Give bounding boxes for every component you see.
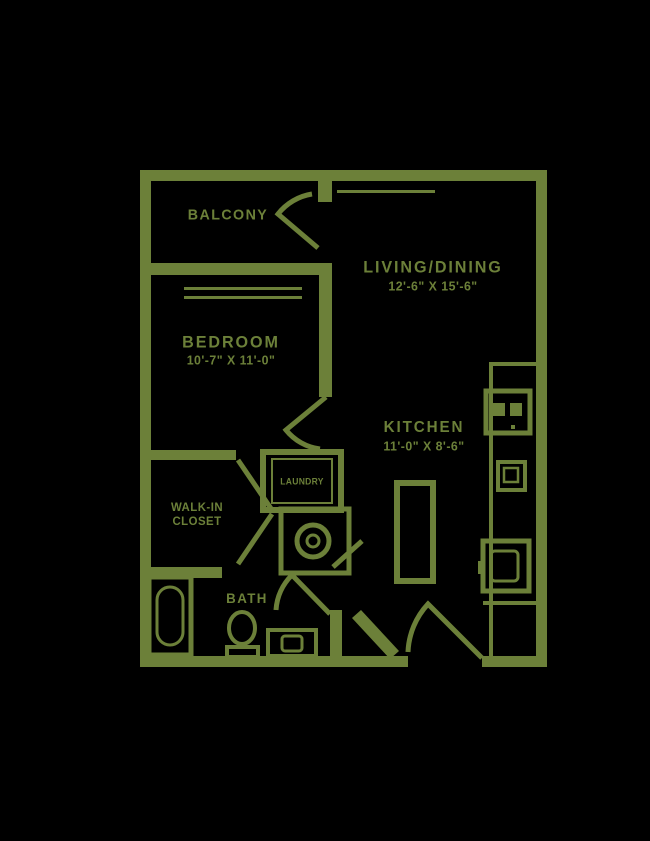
bedroom-door-icon [282, 395, 328, 452]
living-window-icon [337, 190, 435, 193]
kitchen-island-icon [394, 480, 436, 584]
vanity-icon [266, 628, 318, 658]
toilet-icon [227, 610, 257, 646]
refrigerator-icon [483, 388, 533, 436]
closet-doors-icon [235, 458, 275, 566]
living-dining-dimensions: 12'-6" X 15'-6" [388, 278, 478, 294]
entry-door-icon [405, 600, 484, 660]
counter-edge-icon [489, 362, 493, 657]
bottom-wall-right [482, 656, 547, 667]
washer-drum-center-icon [305, 533, 321, 549]
bedroom-living-wall [319, 263, 332, 397]
top-wall [140, 170, 547, 181]
kitchen-faucet-icon [478, 561, 485, 574]
kitchen-dimensions: 11'-0" X 8'-6" [383, 438, 465, 454]
walk-in-closet-label-line1: WALK-IN [170, 500, 224, 514]
vanity-sink-icon [280, 634, 304, 653]
kitchen-sink-basin-icon [489, 549, 520, 583]
balcony-door-stub-wall [318, 170, 332, 202]
counter-lower-edge-icon [483, 601, 536, 605]
right-wall [536, 170, 547, 667]
closet-top-wall [140, 450, 236, 460]
bedroom-dimensions: 10'-7" X 11'-0" [186, 352, 276, 368]
bathtub-icon [146, 574, 194, 658]
refrigerator-door-icon [493, 403, 505, 416]
bath-door-icon [273, 571, 332, 616]
balcony-bedroom-wall [140, 263, 332, 275]
bath-label: BATH [226, 590, 268, 606]
bathtub-basin-icon [155, 585, 185, 647]
laundry-closet-inner-icon [271, 458, 333, 504]
hall-diagonal-wall [352, 610, 399, 659]
bedroom-window-icon [184, 296, 302, 299]
living-dining-label: LIVING/DINING [363, 257, 503, 277]
balcony-door-icon [274, 191, 320, 250]
kitchen-label: KITCHEN [383, 419, 465, 436]
range-burner-icon [502, 466, 520, 484]
washer-dryer-icon [278, 506, 352, 576]
bedroom-label: BEDROOM [182, 332, 280, 352]
laundry-label: LAUNDRY [280, 476, 324, 487]
bottom-wall-left [140, 656, 408, 667]
refrigerator-door-icon [510, 403, 522, 416]
bath-top-wall [140, 567, 222, 578]
walk-in-closet-label-line2: CLOSET [172, 514, 222, 528]
washer-drum-icon [294, 522, 332, 560]
counter-top-edge-icon [489, 362, 536, 366]
bath-right-wall [330, 610, 342, 667]
left-wall [140, 170, 151, 667]
bedroom-window-icon [184, 287, 302, 290]
balcony-label: BALCONY [187, 206, 269, 224]
range-icon [496, 460, 527, 492]
toilet-tank-icon [225, 645, 260, 659]
refrigerator-handle-icon [511, 425, 515, 429]
